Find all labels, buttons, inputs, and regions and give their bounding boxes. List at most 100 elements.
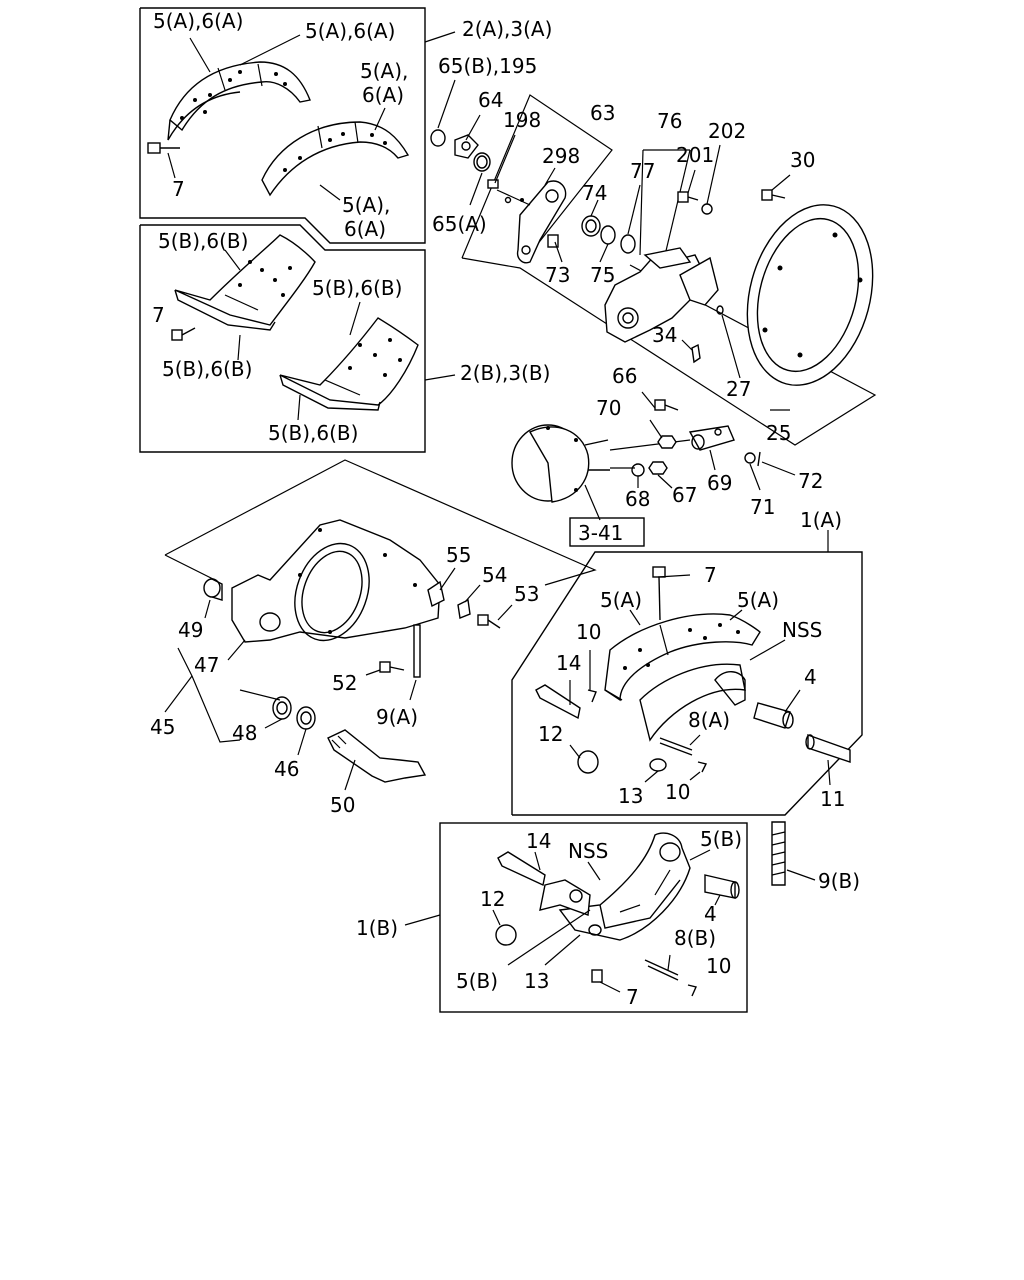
label-p12-1a: 12 xyxy=(538,722,563,746)
label-p4-1b: 4 xyxy=(704,902,717,926)
bolt-201-icon xyxy=(677,191,699,203)
label-p7-1a: 7 xyxy=(704,563,717,587)
label-p14-1b: 14 xyxy=(526,829,551,853)
label-shoe-b-right: 5(B),6(B) xyxy=(312,276,402,300)
bolt-52-icon xyxy=(379,661,405,673)
label-p5a-left: 5(A) xyxy=(600,588,642,612)
label-p7-1b: 7 xyxy=(626,985,639,1009)
spring-9a-icon xyxy=(413,624,421,678)
label-p47: 47 xyxy=(194,653,219,677)
label-shoe-a-lower-2: 6(A) xyxy=(344,217,386,241)
washer-71-icon xyxy=(744,452,756,464)
label-p34: 34 xyxy=(652,323,677,347)
label-p63: 63 xyxy=(590,101,615,125)
brake-shoe-lining-a-upper xyxy=(167,61,311,141)
label-shoe-b-bottom: 5(B),6(B) xyxy=(268,421,358,445)
bolt-7b-icon xyxy=(171,327,196,341)
pin-72-icon xyxy=(757,451,761,467)
label-p65b-195: 65(B),195 xyxy=(438,54,537,78)
bolt-66-icon xyxy=(654,399,679,411)
label-nss-1a: NSS xyxy=(782,618,822,642)
nut-67-icon xyxy=(648,461,668,475)
label-p66: 66 xyxy=(612,364,637,388)
label-p68: 68 xyxy=(625,487,650,511)
label-p55: 55 xyxy=(446,543,471,567)
label-p76: 76 xyxy=(657,109,682,133)
label-p52: 52 xyxy=(332,671,357,695)
label-p198: 198 xyxy=(503,108,541,132)
slack-adjuster-63 xyxy=(496,180,567,264)
reference-box-3-41[interactable]: 3-41 xyxy=(569,517,645,547)
label-p27: 27 xyxy=(726,377,751,401)
label-p69: 69 xyxy=(707,471,732,495)
label-p73: 73 xyxy=(545,263,570,287)
brake-chamber-cluster xyxy=(511,391,796,521)
washer-68-icon xyxy=(631,463,645,477)
anchor-pin-11-icon xyxy=(805,734,851,763)
label-p46: 46 xyxy=(274,757,299,781)
grease-fitting-198-icon xyxy=(487,179,512,204)
roller-12b-icon xyxy=(495,924,517,946)
box-shoe-assembly-1b xyxy=(404,821,816,1013)
label-bolt-7-a: 7 xyxy=(172,177,185,201)
clip-10b-icon xyxy=(687,984,697,997)
plate-64-icon xyxy=(454,134,479,159)
brake-shoe-lining-a-lower xyxy=(261,121,410,197)
label-bolt-7-b: 7 xyxy=(152,303,165,327)
label-p30: 30 xyxy=(790,148,815,172)
pin-8a-icon xyxy=(659,737,693,756)
ring-13-icon xyxy=(649,758,667,772)
bolt-7-1a-icon xyxy=(652,566,666,621)
seal-75-icon xyxy=(600,225,616,245)
label-p13-1b: 13 xyxy=(524,969,549,993)
clip-34-icon xyxy=(691,343,701,364)
label-p8b: 8(B) xyxy=(674,926,716,950)
label-assy-2b-3b: 2(B),3(B) xyxy=(460,361,550,385)
label-p54: 54 xyxy=(482,563,507,587)
label-p64: 64 xyxy=(478,88,503,112)
spring-9b-icon xyxy=(771,821,786,886)
label-p9a: 9(A) xyxy=(376,705,418,729)
pin-8b-icon xyxy=(644,959,679,981)
roller-4-icon xyxy=(753,702,794,729)
label-p9b: 9(B) xyxy=(818,869,860,893)
label-p11: 11 xyxy=(820,787,845,811)
label-p49: 49 xyxy=(178,618,203,642)
seal-46-icon xyxy=(296,706,316,730)
box-shoe-assembly-1a xyxy=(511,530,863,816)
label-p5a-right: 5(A) xyxy=(737,588,779,612)
label-shoe-a-mid-1: 5(A), xyxy=(360,59,408,83)
brake-shoe-lining-b-upper xyxy=(174,234,316,331)
label-nss-1b: NSS xyxy=(568,839,608,863)
label-p8a: 8(A) xyxy=(688,708,730,732)
label-shoe-a-mid-2: 6(A) xyxy=(362,83,404,107)
label-shoe-a-top-right: 5(A),6(A) xyxy=(305,19,395,43)
anchor-pin-14b-icon xyxy=(497,851,546,887)
bracket-5b-icon xyxy=(539,879,591,916)
label-p71: 71 xyxy=(750,495,775,519)
bolt-7-icon xyxy=(147,142,180,179)
label-p48: 48 xyxy=(232,721,257,745)
brake-spider-assembly xyxy=(430,79,877,446)
box-shoe-kit-a xyxy=(139,7,456,244)
label-p14-1a: 14 xyxy=(556,651,581,675)
dust-shield-25 xyxy=(716,204,874,386)
label-p25: 25 xyxy=(766,421,791,445)
label-p45: 45 xyxy=(150,715,175,739)
label-p13-1a: 13 xyxy=(618,784,643,808)
label-p12-1b: 12 xyxy=(480,887,505,911)
cam-bracket-assembly xyxy=(164,459,597,791)
label-p10-top: 10 xyxy=(576,620,601,644)
roller-12-icon xyxy=(577,750,599,774)
ring-65a-icon xyxy=(473,152,491,172)
label-p77: 77 xyxy=(630,159,655,183)
label-p5b-bottom: 5(B) xyxy=(456,969,498,993)
brake-shoe-1b xyxy=(558,832,691,941)
bolt-7-1b-icon xyxy=(591,969,603,983)
label-ref-3-41: 3-41 xyxy=(578,521,623,545)
label-p10-bottom: 10 xyxy=(665,780,690,804)
brake-shoe-1a xyxy=(604,613,761,742)
label-shoe-b-mid: 5(B),6(B) xyxy=(162,357,252,381)
brake-chamber-icon xyxy=(511,424,610,503)
